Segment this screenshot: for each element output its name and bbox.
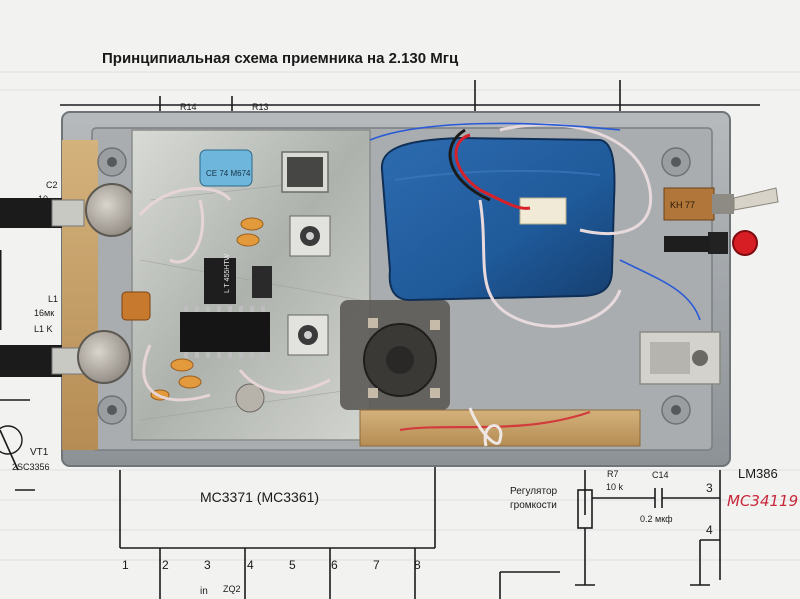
c14-label: C14 — [652, 470, 669, 480]
tantalum-capacitor — [121, 291, 151, 321]
zq2-label: ZQ2 — [223, 584, 241, 594]
l1-label: L1 — [48, 294, 58, 304]
ceramic-filter: L T 455HTW — [204, 253, 236, 304]
vt1-part: 2SC3356 — [12, 462, 50, 472]
r7-value: 10 k — [606, 482, 624, 492]
pin-number: 6 — [331, 558, 338, 572]
volume-control — [340, 300, 450, 410]
tuning-potentiometer-bottom — [77, 330, 131, 384]
l1-value: 16мк — [34, 308, 54, 318]
c14-value: 0.2 мкф — [640, 514, 673, 524]
mc3371-chip — [180, 306, 270, 358]
crystal-resonator — [252, 266, 272, 298]
c2-label: C2 — [46, 180, 58, 190]
ic-pin-numbers: 1 2 3 4 5 6 7 8 — [122, 558, 421, 572]
wood-panel — [62, 140, 98, 450]
handwritten-note: MC34119 — [727, 492, 798, 510]
if-coil-bottom — [287, 314, 329, 356]
pin-number: 8 — [414, 558, 421, 572]
filter-label: L T 455HTW — [224, 253, 231, 293]
antenna-connector-top — [0, 198, 85, 228]
volume-label-line1: Регулятор — [510, 486, 557, 497]
pin-number: 3 — [204, 558, 211, 572]
r14-label: R14 — [180, 102, 197, 112]
pin-number: 2 — [162, 558, 169, 572]
switch-marking: KH 77 — [670, 200, 695, 210]
in-label: in — [200, 586, 208, 597]
pin-number: 5 — [289, 558, 296, 572]
volume-label-line2: громкости — [510, 500, 557, 511]
antenna-connector-bottom — [0, 345, 85, 377]
l1-k-label: L1 K — [34, 324, 53, 334]
pin-number: 7 — [373, 558, 380, 572]
power-switch: KH 77 — [663, 187, 779, 221]
ic-amp-label: LM386 — [738, 466, 778, 481]
amp-pin-3: 3 — [706, 481, 713, 495]
if-coil-top — [289, 215, 331, 257]
electrolytic-capacitor: CE 74 M674 — [199, 149, 253, 187]
trim-capacitor — [235, 383, 265, 413]
ic-main-label: MC3371 (MC3361) — [200, 489, 319, 505]
r7-label: R7 — [607, 469, 619, 479]
push-button — [664, 230, 758, 256]
r13-label: R13 — [252, 102, 269, 112]
vt1-label: VT1 — [30, 447, 49, 458]
amp-pin-4: 4 — [706, 523, 713, 537]
pin-number: 4 — [247, 558, 254, 572]
schematic-title: Принципиальная схема приемника на 2.130 … — [102, 50, 459, 67]
battery-pack — [380, 136, 616, 302]
headphone-jack — [639, 331, 721, 385]
battery-connector — [519, 197, 567, 225]
capacitor-marking: CE 74 M674 — [206, 169, 251, 178]
tuning-potentiometer-top — [85, 183, 139, 237]
pin-number: 1 — [122, 558, 129, 572]
receiver-board: CE 74 M674 L T 455HTW — [121, 129, 371, 441]
